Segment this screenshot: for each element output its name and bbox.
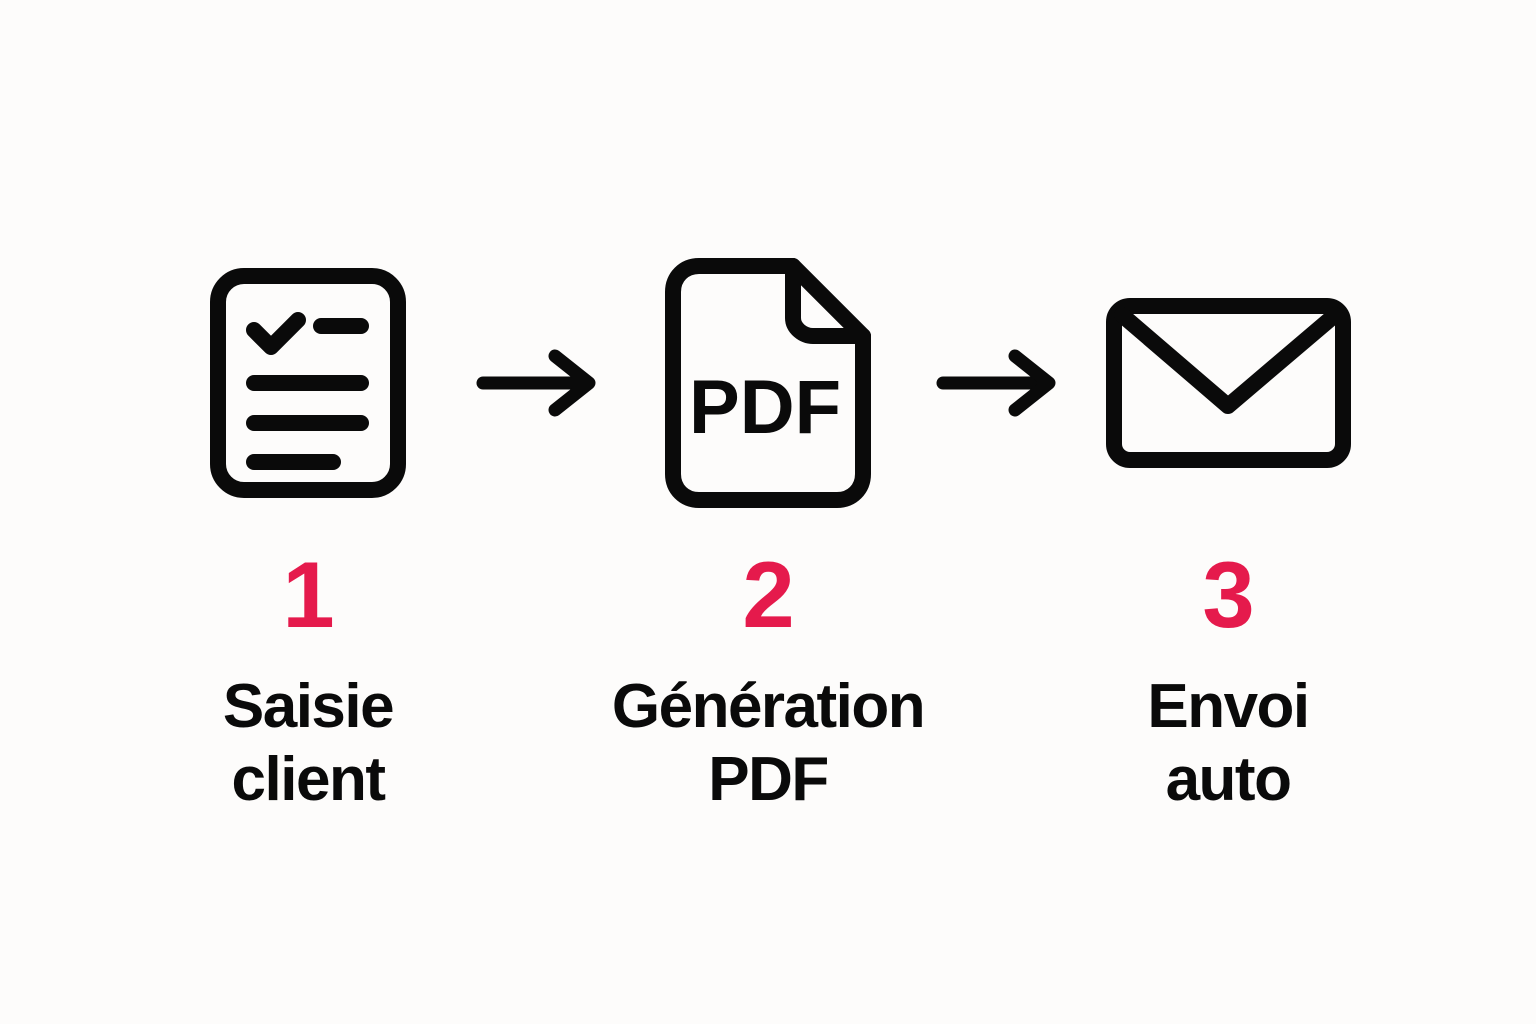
step-1-icon-container [210,258,406,508]
step-3-icon-container [1105,258,1351,508]
step-2-label: Génération PDF [611,672,926,815]
step-2-number: 2 [742,542,794,647]
arrow-right-icon [473,343,603,423]
pdf-file-icon: PDF [665,258,871,508]
step-3-label: Envoi auto [1147,672,1310,815]
step-1-number: 1 [282,542,334,647]
step-3-number: 3 [1202,542,1254,647]
pdf-label: PDF [689,365,841,450]
process-step-3: 3 Envoi auto [1078,258,1378,816]
connector-1 [458,258,618,508]
process-step-1: 1 Saisie client [158,258,458,816]
envelope-icon [1105,298,1351,468]
arrow-right-icon [933,343,1063,423]
document-checklist-icon [210,268,406,498]
process-step-2: PDF 2 Génération PDF [612,258,926,816]
connector-2 [918,258,1078,508]
step-2-icon-container: PDF [665,258,871,508]
step-1-label: Saisie client [222,672,395,815]
